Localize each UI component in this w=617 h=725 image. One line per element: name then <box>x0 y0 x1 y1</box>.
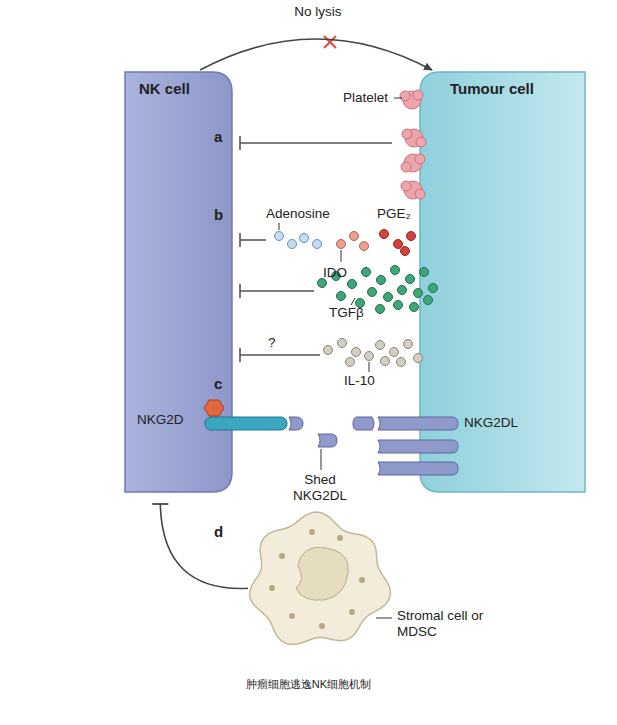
tgfb-dot <box>377 276 386 285</box>
il10-dot <box>352 348 361 357</box>
inhibition-lines <box>240 136 392 362</box>
molecule-label: IDO <box>323 265 347 281</box>
bound-ligand <box>289 417 303 430</box>
tgfb-dot <box>368 288 377 297</box>
granule <box>309 529 315 535</box>
il10-dot <box>414 354 423 363</box>
cell-label: Stromal cell or MDSC <box>397 608 497 639</box>
tgfb-dot <box>410 303 419 312</box>
ido-molecules <box>337 232 369 251</box>
tgfb-dot <box>337 292 346 301</box>
granule <box>269 585 275 591</box>
tgfb-dot <box>384 293 393 302</box>
il10-leader <box>369 362 370 372</box>
molecule-label: PGE₂ <box>377 206 411 222</box>
granule <box>279 553 285 559</box>
tgfb-dot <box>414 289 423 298</box>
inhibition-bar <box>152 503 168 505</box>
il10-dot <box>390 348 399 357</box>
connector <box>160 504 248 588</box>
molecule-label: ? <box>268 335 276 351</box>
inhibitor-hexagon <box>204 400 224 416</box>
il10-dot <box>381 357 390 366</box>
tgfb-dot <box>424 296 433 305</box>
receptor-label: NKG2D <box>137 412 184 428</box>
il10-dot <box>324 346 333 355</box>
platelet-label: Platelet <box>343 90 388 106</box>
cell-membrane <box>250 512 391 645</box>
tgfb-dot <box>429 284 438 293</box>
shed-nkg2dl <box>318 434 337 447</box>
adenosine-leader <box>279 223 280 230</box>
nucleus <box>296 547 348 600</box>
granule <box>319 623 325 629</box>
stromal-cell: Stromal cell or MDSC <box>242 508 394 654</box>
granule <box>349 609 355 615</box>
tgfb-dot <box>394 301 403 310</box>
granule <box>337 535 343 541</box>
il10-molecules <box>324 339 423 367</box>
cell-title: NK cell <box>139 80 190 97</box>
pge2-molecules <box>380 230 416 256</box>
cell-title: Tumour cell <box>450 80 534 97</box>
molecule-label: Adenosine <box>266 206 330 222</box>
tgfb-dot <box>420 268 429 277</box>
callout-letter: b <box>214 206 223 223</box>
shed-leader <box>321 449 322 470</box>
tgfb-dot <box>362 268 371 277</box>
il10-dot <box>346 358 355 367</box>
no-lysis-cross <box>324 36 336 48</box>
ligand-label: NKG2DL <box>464 415 518 431</box>
stromal-cell-shape <box>242 508 394 654</box>
il10-dot <box>404 340 413 349</box>
callout-letter: c <box>214 375 222 392</box>
stromal-leader <box>376 618 392 619</box>
tgfb-leader <box>351 298 355 305</box>
tgfb-dot <box>348 280 357 289</box>
platelet-leader <box>394 98 402 99</box>
il10-dot <box>376 341 385 350</box>
tgfb-dot <box>391 266 400 275</box>
caption: 肿瘤细胞逃逸NK细胞机制 <box>0 678 617 691</box>
nkg2dl-ligands <box>353 417 458 475</box>
tumour-cell: Tumour cellPlateletNKG2DL <box>420 72 585 492</box>
connector <box>200 39 432 70</box>
granule <box>359 577 365 583</box>
tgfb-dot <box>376 305 385 314</box>
nkg2d-receptor <box>205 417 287 430</box>
tgfb-dot <box>398 286 407 295</box>
callout-letter: a <box>214 128 222 145</box>
callout-letter: d <box>214 523 223 540</box>
il10-dot <box>338 339 347 348</box>
tgfb-dot <box>406 275 415 284</box>
il10-dot <box>397 358 406 367</box>
granule <box>289 613 295 619</box>
molecule-label: Shed NKG2DL <box>280 472 360 503</box>
molecule-label: IL-10 <box>344 373 375 389</box>
platelets <box>400 90 426 199</box>
il10-dot <box>365 352 374 361</box>
edge-label: No lysis <box>292 4 343 20</box>
molecule-label: TGFβ <box>329 305 364 321</box>
adenosine-molecules <box>275 232 322 249</box>
ido-leader <box>341 250 342 262</box>
